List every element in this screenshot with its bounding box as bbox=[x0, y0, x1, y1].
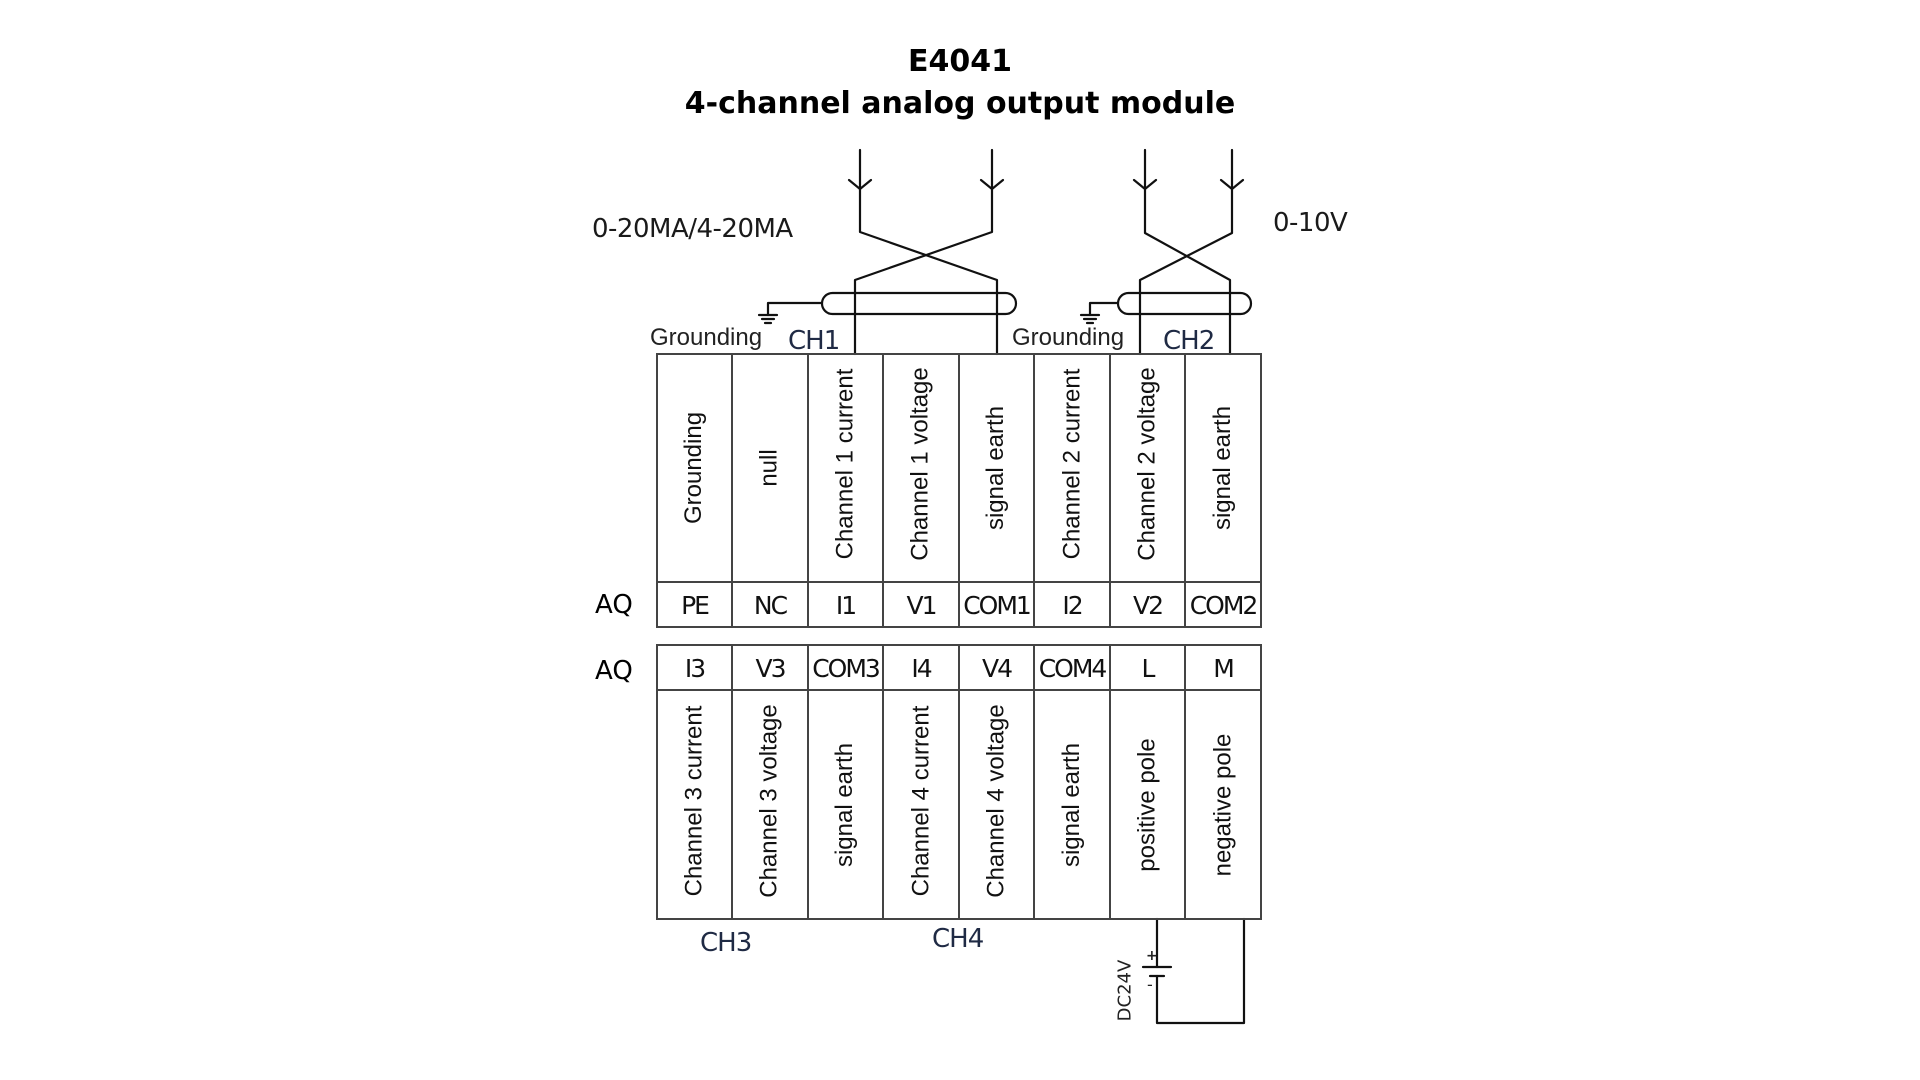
ch1-antenna-icon bbox=[847, 178, 1005, 191]
terminal-code: COM4 bbox=[1038, 653, 1108, 683]
ch2-antenna-icon bbox=[1132, 178, 1245, 191]
ch1-twisted-pair-wire bbox=[853, 148, 999, 356]
terminal-description: null bbox=[755, 449, 783, 487]
current-range-label: 0-20MA/4-20MA bbox=[592, 214, 793, 244]
terminal-code: V2 bbox=[1132, 590, 1164, 620]
terminal-code: I2 bbox=[1062, 590, 1083, 620]
terminal-code: I1 bbox=[835, 590, 857, 620]
terminal-code: V4 bbox=[981, 653, 1013, 683]
terminal-description: Channel 4 voltage bbox=[982, 704, 1010, 898]
terminal-code: M bbox=[1213, 653, 1235, 683]
terminal-code: I4 bbox=[911, 653, 932, 683]
terminal-code: I3 bbox=[684, 653, 706, 683]
terminal-description: positive pole bbox=[1133, 738, 1161, 872]
terminal-description: Channel 3 voltage bbox=[756, 704, 784, 898]
terminal-code: COM3 bbox=[812, 653, 881, 683]
battery-minus-sign: - bbox=[1147, 975, 1153, 994]
terminal-description: Grounding bbox=[680, 411, 708, 525]
terminal-description: negative pole bbox=[1209, 733, 1236, 877]
grounding-label-ch2: Grounding bbox=[1012, 324, 1125, 351]
terminal-description: signal earth bbox=[1058, 742, 1086, 868]
terminal-code: V3 bbox=[755, 653, 786, 683]
ch1-ground-icon bbox=[757, 301, 824, 325]
terminal-description: Channel 2 current bbox=[1058, 368, 1085, 560]
upper-aq-label: AQ bbox=[595, 590, 633, 620]
terminal-code: NC bbox=[753, 590, 788, 620]
ch2-twisted-pair-wire bbox=[1138, 148, 1234, 356]
terminal-description: Channel 1 current bbox=[831, 368, 859, 560]
terminal-code: L bbox=[1141, 653, 1156, 683]
dc24v-label: DC24V bbox=[1114, 959, 1136, 1022]
voltage-range-label: 0-10V bbox=[1273, 208, 1348, 238]
lower-aq-label: AQ bbox=[595, 656, 633, 686]
terminal-description: Channel 2 voltage bbox=[1133, 367, 1161, 561]
dc24v-battery-icon bbox=[1141, 917, 1246, 1025]
lower-terminal-block-grid bbox=[656, 644, 1262, 920]
ch2-label: CH2 bbox=[1163, 326, 1215, 356]
terminal-description: signal earth bbox=[1209, 405, 1237, 531]
ch1-label: CH1 bbox=[788, 326, 840, 356]
terminal-code: COM2 bbox=[1189, 590, 1259, 620]
ch1-shield-icon bbox=[820, 291, 1018, 316]
terminal-code: COM1 bbox=[963, 590, 1032, 620]
terminal-description: signal earth bbox=[831, 742, 859, 868]
terminal-description: signal earth bbox=[982, 405, 1010, 531]
terminal-description: Channel 3 current bbox=[680, 705, 708, 897]
ch4-label: CH4 bbox=[932, 924, 984, 954]
module-subtitle: 4-channel analog output module bbox=[684, 86, 1236, 121]
upper-terminal-block-grid bbox=[656, 353, 1262, 628]
ch2-ground-icon bbox=[1079, 301, 1120, 325]
terminal-code: PE bbox=[681, 590, 710, 620]
terminal-description: Channel 1 voltage bbox=[907, 367, 935, 561]
terminal-description: Channel 4 current bbox=[907, 705, 934, 897]
grounding-label-ch1: Grounding bbox=[650, 324, 763, 351]
battery-plus-sign: + bbox=[1146, 948, 1158, 964]
ch3-label: CH3 bbox=[700, 928, 752, 958]
terminal-code: V1 bbox=[906, 590, 937, 620]
module-model-title: E4041 bbox=[908, 44, 1012, 79]
